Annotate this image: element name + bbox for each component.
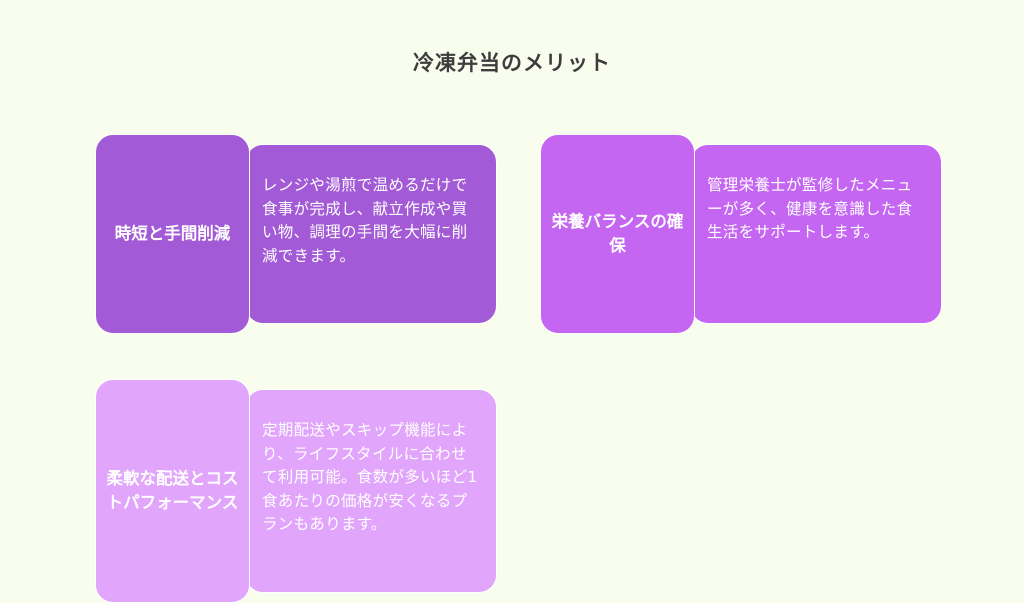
merit-card-time-saving: レンジや湯煎で温めるだけで食事が完成し、献立作成や買い物、調理の手間を大幅に削減… (95, 134, 497, 334)
card-title: 栄養バランスの確保 (540, 134, 695, 334)
merit-card-nutrition: 管理栄養士が監修したメニューが多く、健康を意識した食生活をサポートします。 栄養… (540, 134, 942, 334)
card-title: 柔軟な配送とコストパフォーマンス (95, 379, 250, 603)
card-description: 定期配送やスキップ機能により、ライフスタイルに合わせて利用可能。食数が多いほど1… (245, 389, 497, 593)
card-description: 管理栄養士が監修したメニューが多く、健康を意識した食生活をサポートします。 (690, 144, 942, 324)
merit-card-delivery-cost: 定期配送やスキップ機能により、ライフスタイルに合わせて利用可能。食数が多いほど1… (95, 379, 497, 603)
page-title: 冷凍弁当のメリット (413, 51, 611, 75)
card-title: 時短と手間削減 (95, 134, 250, 334)
card-description: レンジや湯煎で温めるだけで食事が完成し、献立作成や買い物、調理の手間を大幅に削減… (245, 144, 497, 324)
